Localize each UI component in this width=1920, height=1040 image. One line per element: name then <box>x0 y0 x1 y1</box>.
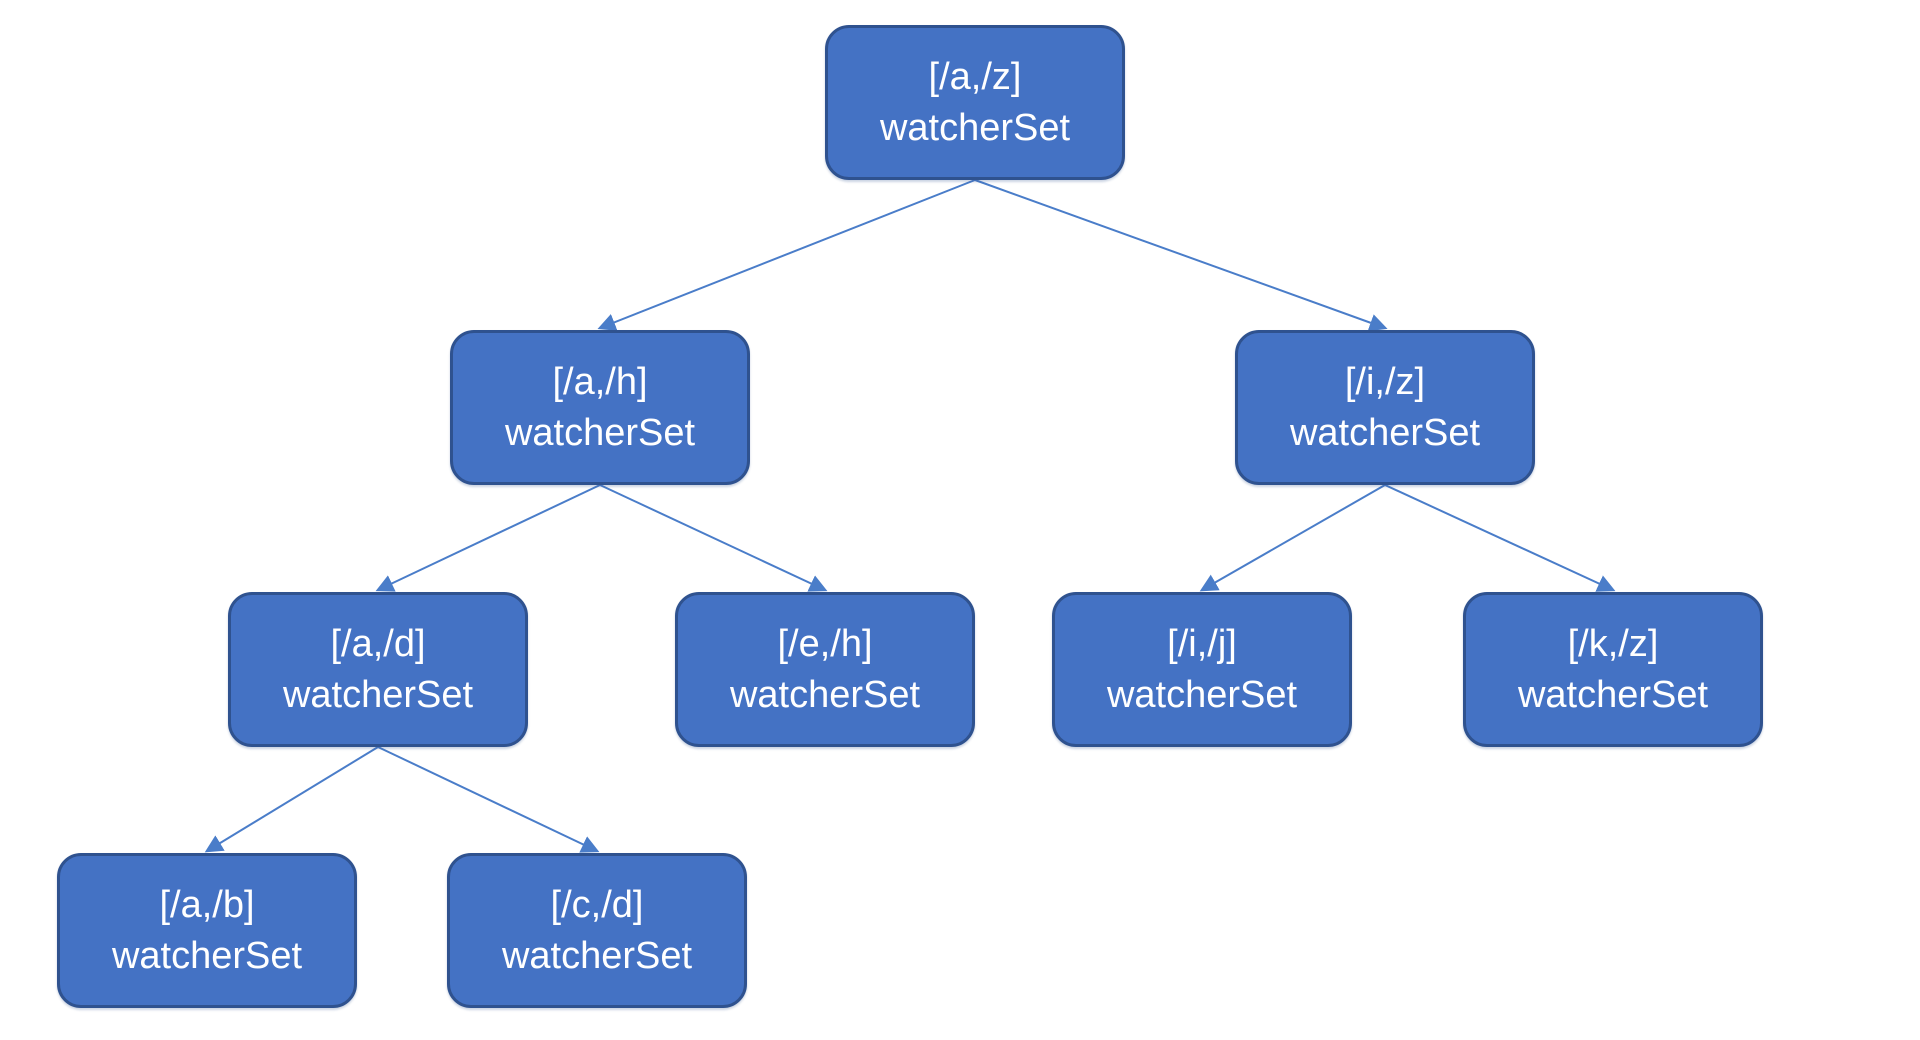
node-watcherset-label: watcherSet <box>504 411 696 454</box>
tree-edge-a-z-i-z <box>974 179 1388 332</box>
tree-node-i-z: [/i,/z] watcherSet <box>1235 330 1535 485</box>
node-watcherset-label: watcherSet <box>111 934 303 977</box>
tree-node-a-d: [/a,/d] watcherSet <box>228 592 528 747</box>
node-watcherset-label: watcherSet <box>879 106 1071 149</box>
tree-edge-i-z-i-j <box>1199 484 1386 592</box>
node-watcherset-label: watcherSet <box>282 673 474 716</box>
tree-node-a-z: [/a,/z] watcherSet <box>825 25 1125 180</box>
node-range-label: [/k,/z] <box>1567 623 1659 666</box>
tree-edge-a-h-a-d <box>375 484 601 592</box>
tree-node-k-z: [/k,/z] watcherSet <box>1463 592 1763 747</box>
node-range-label: [/i,/z] <box>1344 361 1426 404</box>
node-range-label: [/a,/z] <box>928 56 1022 99</box>
node-range-label: [/a,/b] <box>159 884 255 927</box>
tree-node-a-b: [/a,/b] watcherSet <box>57 853 357 1008</box>
node-range-label: [/c,/d] <box>550 884 644 927</box>
tree-node-a-h: [/a,/h] watcherSet <box>450 330 750 485</box>
tree-edge-a-d-c-d <box>377 746 600 853</box>
node-watcherset-label: watcherSet <box>1106 673 1298 716</box>
tree-edge-a-d-a-b <box>204 746 379 853</box>
tree-node-e-h: [/e,/h] watcherSet <box>675 592 975 747</box>
tree-node-c-d: [/c,/d] watcherSet <box>447 853 747 1008</box>
tree-node-i-j: [/i,/j] watcherSet <box>1052 592 1352 747</box>
node-watcherset-label: watcherSet <box>729 673 921 716</box>
tree-edge-a-h-e-h <box>599 484 828 592</box>
node-watcherset-label: watcherSet <box>501 934 693 977</box>
node-watcherset-label: watcherSet <box>1289 411 1481 454</box>
node-watcherset-label: watcherSet <box>1517 673 1709 716</box>
node-range-label: [/e,/h] <box>777 623 873 666</box>
node-range-label: [/a,/d] <box>330 623 426 666</box>
tree-edge-a-z-a-h <box>597 179 976 331</box>
node-range-label: [/i,/j] <box>1167 623 1237 666</box>
node-range-label: [/a,/h] <box>552 361 648 404</box>
tree-edge-i-z-k-z <box>1384 484 1616 592</box>
